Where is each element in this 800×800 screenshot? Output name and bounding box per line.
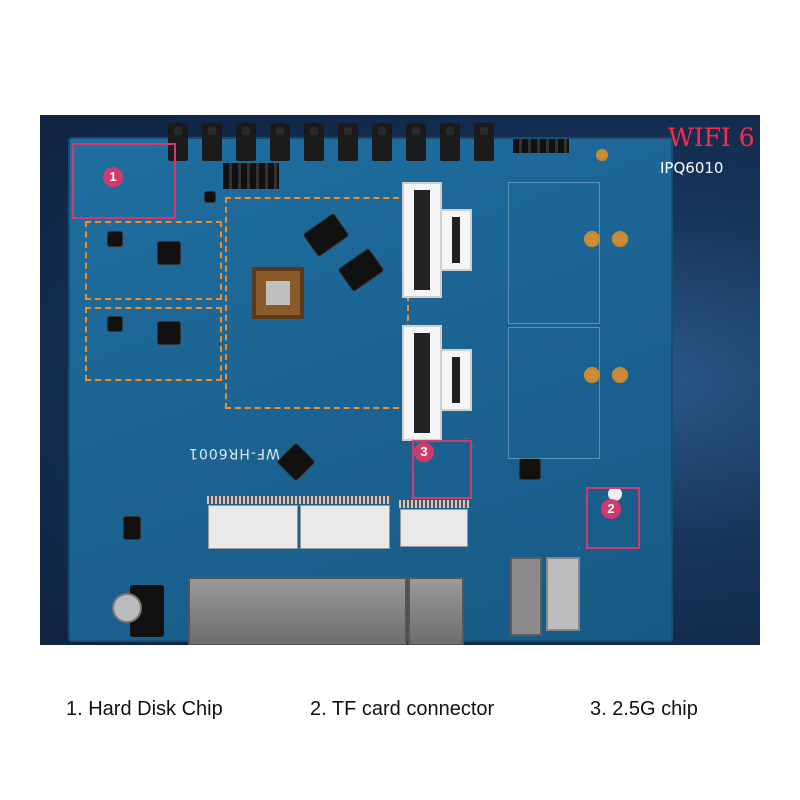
antenna-connector bbox=[474, 123, 494, 161]
caption-item-3: 3. 2.5G chip bbox=[590, 698, 698, 720]
callout-box-hard-disk-chip bbox=[72, 143, 176, 219]
mounting-hole bbox=[596, 149, 608, 161]
lan-transformer bbox=[207, 496, 299, 549]
caption-item-1: 1. Hard Disk Chip bbox=[66, 698, 223, 720]
sim-card-slot bbox=[546, 557, 580, 631]
regulator-chip bbox=[124, 517, 140, 539]
antenna-connector bbox=[304, 123, 324, 161]
antenna-connector bbox=[202, 123, 222, 161]
caption-row: 1. Hard Disk Chip 2. TF card connector 3… bbox=[0, 698, 800, 728]
antenna-connector bbox=[168, 123, 188, 161]
soc-region-dashed-box bbox=[225, 197, 409, 409]
m2-card-outline bbox=[508, 182, 600, 324]
sticker bbox=[608, 487, 622, 501]
mounting-hole bbox=[584, 367, 600, 383]
small-chip bbox=[108, 317, 122, 331]
mounting-hole bbox=[612, 367, 628, 383]
wifi-title: WIFI 6 bbox=[668, 123, 755, 152]
antenna-connector bbox=[406, 123, 426, 161]
lan-transformer bbox=[399, 500, 469, 547]
ethernet-port bbox=[408, 577, 464, 645]
board-model-label: WF-HR6001 bbox=[188, 445, 280, 461]
ethernet-ports bbox=[188, 577, 407, 645]
pcb-board: WF-HR6001 bbox=[68, 123, 673, 645]
small-chip bbox=[108, 232, 122, 246]
antenna-connector bbox=[236, 123, 256, 161]
soc-model-label: IPQ6010 bbox=[660, 159, 724, 177]
small-chip bbox=[205, 192, 215, 202]
antenna-connector bbox=[372, 123, 392, 161]
mounting-hole bbox=[612, 231, 628, 247]
lan-transformer bbox=[299, 496, 391, 549]
m2-slot-latch bbox=[440, 209, 472, 271]
caption-item-2: 2. TF card connector bbox=[310, 698, 495, 720]
marker-2: 2 bbox=[601, 499, 621, 519]
antenna-connector bbox=[270, 123, 290, 161]
m2-card-outline bbox=[508, 327, 600, 459]
rf-region-dashed-box bbox=[85, 221, 222, 300]
soc-processor bbox=[252, 267, 304, 319]
rf-region-dashed-box bbox=[85, 307, 222, 381]
m2-slot bbox=[402, 325, 442, 441]
pin-header bbox=[513, 139, 569, 153]
marker-3: 3 bbox=[414, 442, 434, 462]
antenna-connector bbox=[338, 123, 358, 161]
m2-slot bbox=[402, 182, 442, 298]
callout-box-tf-card-connector bbox=[586, 487, 640, 549]
rf-chip bbox=[158, 322, 180, 344]
switch-chip bbox=[277, 443, 315, 481]
controller-chip bbox=[520, 459, 540, 479]
marker-1: 1 bbox=[103, 167, 123, 187]
antenna-connector bbox=[440, 123, 460, 161]
callout-box-2-5g-chip bbox=[412, 440, 472, 499]
mounting-hole bbox=[584, 231, 600, 247]
router-board-photo: WF-HR6001 1 2 3 WIFI 6 IPQ6010 bbox=[40, 115, 760, 645]
rf-chip bbox=[158, 242, 180, 264]
pin-header bbox=[223, 163, 279, 189]
usb-port bbox=[510, 557, 542, 636]
capacitor bbox=[112, 593, 142, 623]
m2-slot-latch bbox=[440, 349, 472, 411]
